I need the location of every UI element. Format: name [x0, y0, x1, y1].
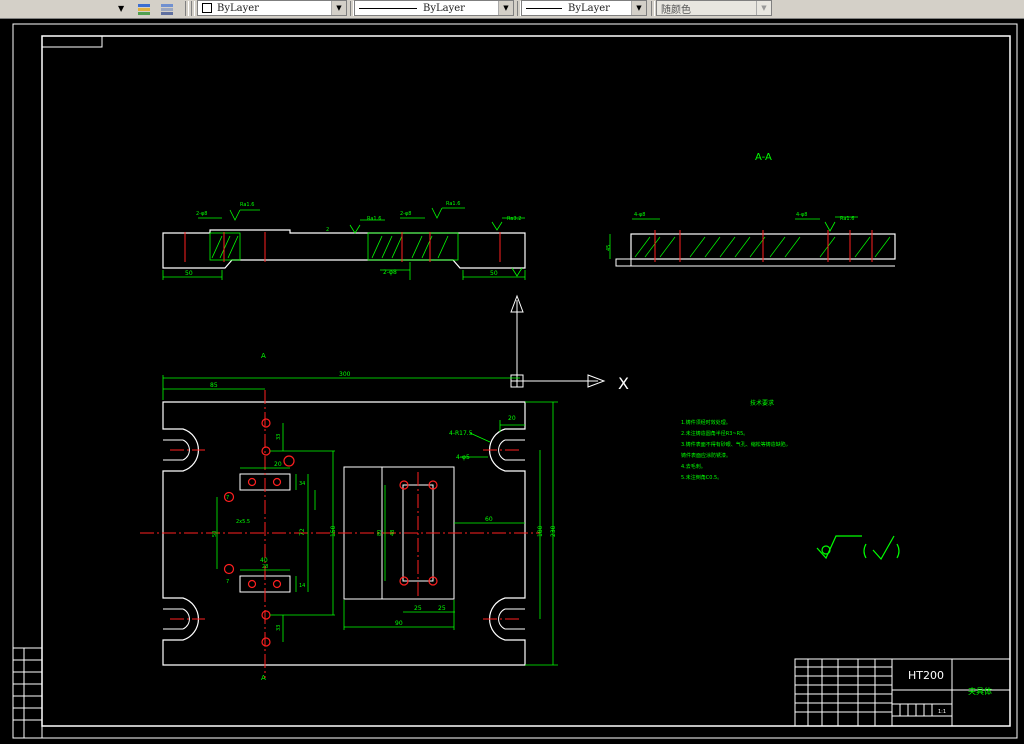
svg-text:25: 25 — [438, 605, 446, 612]
title-block — [794, 658, 1011, 727]
toolbar-separator — [651, 1, 655, 16]
svg-text:2.未注铸造圆角半径R3~R5。: 2.未注铸造圆角半径R3~R5。 — [681, 430, 748, 437]
svg-text:20: 20 — [508, 415, 516, 422]
svg-text:45: 45 — [606, 245, 612, 251]
svg-text:34: 34 — [299, 481, 305, 487]
svg-text:25: 25 — [414, 605, 422, 612]
svg-text:33: 33 — [276, 434, 282, 440]
svg-text:2-φ8: 2-φ8 — [196, 211, 207, 217]
svg-text:4.去毛刺。: 4.去毛刺。 — [681, 463, 706, 470]
svg-text:2: 2 — [326, 227, 329, 233]
svg-text:Ra3.2: Ra3.2 — [507, 216, 521, 222]
part-name: 夹具体 — [968, 686, 992, 696]
svg-text:2-φ8: 2-φ8 — [383, 269, 397, 276]
svg-text:Ra1.6: Ra1.6 — [840, 216, 854, 222]
plotstyle-combo[interactable]: 随颜色 ▼ — [656, 0, 772, 16]
section-title: A-A — [755, 152, 772, 163]
svg-text:150: 150 — [330, 525, 337, 537]
svg-text:72: 72 — [299, 528, 306, 536]
layer-states-icon[interactable] — [158, 0, 176, 17]
color-swatch-icon — [202, 3, 212, 13]
toolbar-separator — [191, 1, 195, 16]
toolbar-separator — [350, 1, 354, 16]
svg-text:4-φ5: 4-φ5 — [456, 454, 470, 461]
svg-text:7: 7 — [226, 579, 229, 585]
svg-text:Ra1.6: Ra1.6 — [240, 202, 254, 208]
svg-text:7: 7 — [226, 495, 229, 501]
ucs-x-label: X — [618, 374, 629, 393]
svg-text:20: 20 — [274, 461, 282, 468]
plan-view: A A — [140, 352, 558, 682]
svg-text:14: 14 — [299, 583, 305, 589]
svg-text:技术要求: 技术要求 — [750, 399, 774, 407]
svg-text:4-R17.5: 4-R17.5 — [449, 430, 473, 437]
chevron-down-icon[interactable]: ▼ — [498, 1, 513, 15]
svg-text:Ra1.6: Ra1.6 — [446, 201, 460, 207]
layer-dropdown-arrow-icon[interactable]: ▼ — [118, 4, 125, 13]
technical-notes: 技术要求 1.铸件须经时效处理。 2.未注铸造圆角半径R3~R5。 3.铸件表面… — [681, 399, 791, 481]
svg-text:4-φ8: 4-φ8 — [796, 212, 807, 218]
sheet-outer-border — [12, 23, 1018, 739]
properties-toolbar: ▼ ByLayer ▼ ByLayer ▼ ByLayer ▼ 随颜色 ▼ — [0, 0, 1024, 19]
scale-label: 1:1 — [938, 709, 946, 715]
chevron-down-icon[interactable]: ▼ — [331, 1, 346, 15]
drawing-number-box — [41, 35, 103, 48]
svg-text:A: A — [261, 674, 266, 682]
toolbar-separator — [185, 1, 189, 16]
toolbar-separator — [517, 1, 521, 16]
svg-text:50: 50 — [490, 270, 498, 277]
svg-text:90: 90 — [395, 620, 403, 627]
svg-text:300: 300 — [339, 371, 351, 378]
svg-text:40: 40 — [260, 557, 268, 564]
svg-text:A: A — [261, 352, 266, 360]
linetype-combo[interactable]: ByLayer ▼ — [354, 0, 514, 16]
svg-text:4-φ8: 4-φ8 — [634, 212, 645, 218]
left-margin-table — [12, 647, 43, 739]
svg-text:48: 48 — [390, 530, 396, 536]
svg-text:80: 80 — [377, 530, 383, 536]
ucs-axis-icon — [510, 294, 606, 388]
svg-text:60: 60 — [485, 516, 493, 523]
svg-text:180: 180 — [537, 525, 544, 537]
svg-text:3.铸件表面不得有砂眼、气孔、缩松等铸造缺陷，: 3.铸件表面不得有砂眼、气孔、缩松等铸造缺陷， — [681, 441, 791, 448]
side-view: 50 50 2-φ8 Ra1.6 Ra1.6 Ra1.6 Ra3.2 2-φ8 … — [162, 201, 526, 280]
svg-text:230: 230 — [550, 525, 557, 537]
chevron-down-icon[interactable]: ▼ — [631, 1, 646, 15]
section-view-a-a: A-A 4-φ8 4-φ8 Ra1.6 45 — [606, 152, 896, 267]
svg-text:1.铸件须经时效处理。: 1.铸件须经时效处理。 — [681, 419, 731, 426]
color-combo[interactable]: ByLayer ▼ — [197, 0, 347, 16]
svg-text:85: 85 — [210, 382, 218, 389]
svg-text:2-φ8: 2-φ8 — [400, 211, 411, 217]
chevron-down-icon[interactable]: ▼ — [756, 1, 771, 15]
svg-text:铸件表面应涂防锈漆。: 铸件表面应涂防锈漆。 — [681, 452, 731, 459]
cad-drawing-canvas[interactable]: 50 50 2-φ8 Ra1.6 Ra1.6 Ra1.6 Ra3.2 2-φ8 … — [0, 18, 1024, 744]
lineweight-combo[interactable]: ByLayer ▼ — [521, 0, 647, 16]
svg-text:50: 50 — [212, 531, 218, 537]
layers-icon[interactable] — [136, 0, 152, 17]
linetype-preview-icon — [359, 7, 417, 9]
svg-text:5.未注倒角C0.5。: 5.未注倒角C0.5。 — [681, 474, 722, 481]
lineweight-preview-icon — [526, 7, 562, 9]
svg-text:50: 50 — [185, 270, 193, 277]
surface-roughness-symbol — [816, 535, 900, 561]
material-label: HT200 — [908, 669, 944, 682]
svg-text:33: 33 — [276, 625, 282, 631]
svg-text:28: 28 — [262, 564, 268, 570]
svg-text:2x5.5: 2x5.5 — [236, 519, 250, 525]
svg-text:Ra1.6: Ra1.6 — [367, 216, 381, 222]
sheet-inner-border — [41, 35, 1011, 727]
